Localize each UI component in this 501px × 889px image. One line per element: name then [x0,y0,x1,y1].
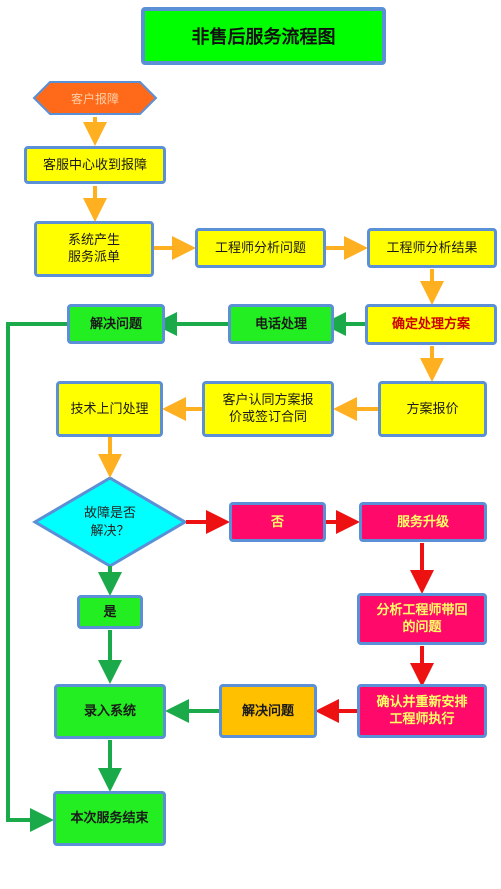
node-customer-agree: 客户认同方案报 价或签订合同 [202,381,334,437]
node-decision: 故障是否 解决？ [83,506,136,539]
node-phone: 电话处理 [228,304,334,344]
node-end: 本次服务结束 [53,791,166,846]
node-no: 否 [229,502,326,542]
node-confirm-rearrange: 确认并重新安排 工程师执行 [357,684,487,738]
node-analyze-return: 分析工程师带回 的问题 [357,593,487,645]
node-upgrade: 服务升级 [359,502,487,542]
node-start: 客户报障 [70,91,119,106]
node-solved-top: 解决问题 [67,304,165,344]
node-quote: 方案报价 [378,381,487,437]
node-yes: 是 [77,595,143,629]
node-determine-plan: 确定处理方案 [365,304,497,345]
page-title: 非售后服务流程图 [141,7,386,65]
node-dispatch: 系统产生 服务派单 [34,221,154,277]
node-onsite: 技术上门处理 [56,381,163,437]
arrow-solved-to-end [6,322,67,832]
node-receive: 客服中心收到报障 [24,146,166,184]
node-enter-system: 录入系统 [54,684,166,739]
node-engineer-analyze: 工程师分析问题 [195,228,326,268]
node-solve-orange: 解决问题 [219,684,317,738]
node-engineer-result: 工程师分析结果 [367,228,497,268]
start-hexagon [32,81,158,115]
